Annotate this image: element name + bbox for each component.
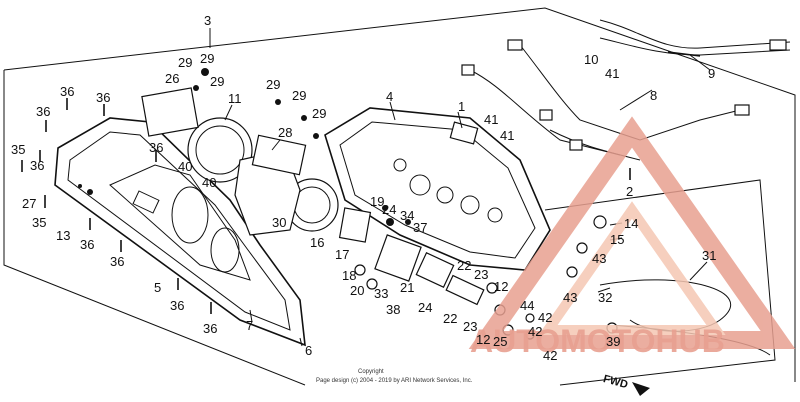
- callout-29: 29: [292, 88, 306, 103]
- callout-2: 2: [626, 184, 633, 199]
- callout-39: 39: [606, 334, 620, 349]
- callout-6: 6: [305, 343, 312, 358]
- leader-lines: [224, 54, 711, 347]
- callout-42: 42: [538, 310, 552, 325]
- callout-40: 40: [178, 159, 192, 174]
- callout-23: 23: [474, 267, 488, 282]
- callout-labels: 3 29 29 26 29 11 29 29 29 4 1 10 41 9 8 …: [11, 13, 716, 363]
- callout-42: 42: [543, 348, 557, 363]
- callout-44: 44: [520, 298, 534, 313]
- callout-41: 41: [500, 128, 514, 143]
- callout-38: 38: [386, 302, 400, 317]
- callout-32: 32: [598, 290, 612, 305]
- callout-25: 25: [493, 334, 507, 349]
- callout-36: 36: [30, 158, 44, 173]
- callout-36: 36: [36, 104, 50, 119]
- callout-36: 36: [60, 84, 74, 99]
- gauge-cluster: [141, 87, 339, 236]
- callout-12: 12: [476, 332, 490, 347]
- callout-41: 41: [605, 66, 619, 81]
- callout-41: 41: [484, 112, 498, 127]
- callout-24: 24: [418, 300, 432, 315]
- callout-9: 9: [708, 66, 715, 81]
- callout-4: 4: [386, 89, 393, 104]
- callout-26: 26: [165, 71, 179, 86]
- callout-8: 8: [650, 88, 657, 103]
- callout-35: 35: [11, 142, 25, 157]
- callout-15: 15: [610, 232, 624, 247]
- callout-22: 22: [457, 258, 471, 273]
- callout-40: 40: [202, 175, 216, 190]
- callout-30: 30: [272, 215, 286, 230]
- dashboard-panel: [54, 117, 306, 347]
- callout-19: 19: [370, 194, 384, 209]
- callout-36: 36: [80, 237, 94, 252]
- callout-12: 12: [494, 279, 508, 294]
- hardware-parts: [193, 68, 535, 340]
- callout-29: 29: [266, 77, 280, 92]
- fwd-arrow: FWD: [602, 373, 650, 396]
- page-design-credit: Page design (c) 2004 - 2019 by ARI Netwo…: [316, 378, 473, 384]
- callout-22: 22: [443, 311, 457, 326]
- callout-29: 29: [210, 74, 224, 89]
- callout-36: 36: [110, 254, 124, 269]
- callout-13: 13: [56, 228, 70, 243]
- callout-14: 14: [624, 216, 638, 231]
- callout-35: 35: [32, 215, 46, 230]
- watermark-logo: [468, 116, 796, 349]
- callout-43: 43: [592, 251, 606, 266]
- callout-36: 36: [203, 321, 217, 336]
- callout-33: 33: [374, 286, 388, 301]
- callout-10: 10: [584, 52, 598, 67]
- callout-7: 7: [246, 318, 253, 333]
- callout-1: 1: [458, 99, 465, 114]
- callout-43: 43: [563, 290, 577, 305]
- copyright-label: Copyright: [358, 369, 384, 375]
- callout-36: 36: [96, 90, 110, 105]
- callout-36: 36: [149, 140, 163, 155]
- callout-42: 42: [528, 324, 542, 339]
- watermark-text: AUTOMOTOHUB: [470, 323, 725, 359]
- callout-34: 34: [400, 208, 414, 223]
- callout-27: 27: [22, 196, 36, 211]
- callout-36: 36: [170, 298, 184, 313]
- rear-case: [324, 107, 551, 271]
- callout-20: 20: [350, 283, 364, 298]
- callout-5: 5: [154, 280, 161, 295]
- callout-37: 37: [413, 220, 427, 235]
- callout-28: 28: [278, 125, 292, 140]
- wiring-harness: [461, 19, 791, 161]
- callout-24: 24: [382, 202, 396, 217]
- callout-29: 29: [178, 55, 192, 70]
- screw-marks: [21, 98, 631, 314]
- callout-21: 21: [400, 280, 414, 295]
- callout-29: 29: [200, 51, 214, 66]
- callout-11: 11: [228, 91, 242, 106]
- callout-31: 31: [702, 248, 716, 263]
- callout-18: 18: [342, 268, 356, 283]
- callout-17: 17: [335, 247, 349, 262]
- callout-29: 29: [312, 106, 326, 121]
- callout-3: 3: [204, 13, 211, 28]
- callout-16: 16: [310, 235, 324, 250]
- fwd-label: FWD: [602, 373, 629, 391]
- callout-23: 23: [463, 319, 477, 334]
